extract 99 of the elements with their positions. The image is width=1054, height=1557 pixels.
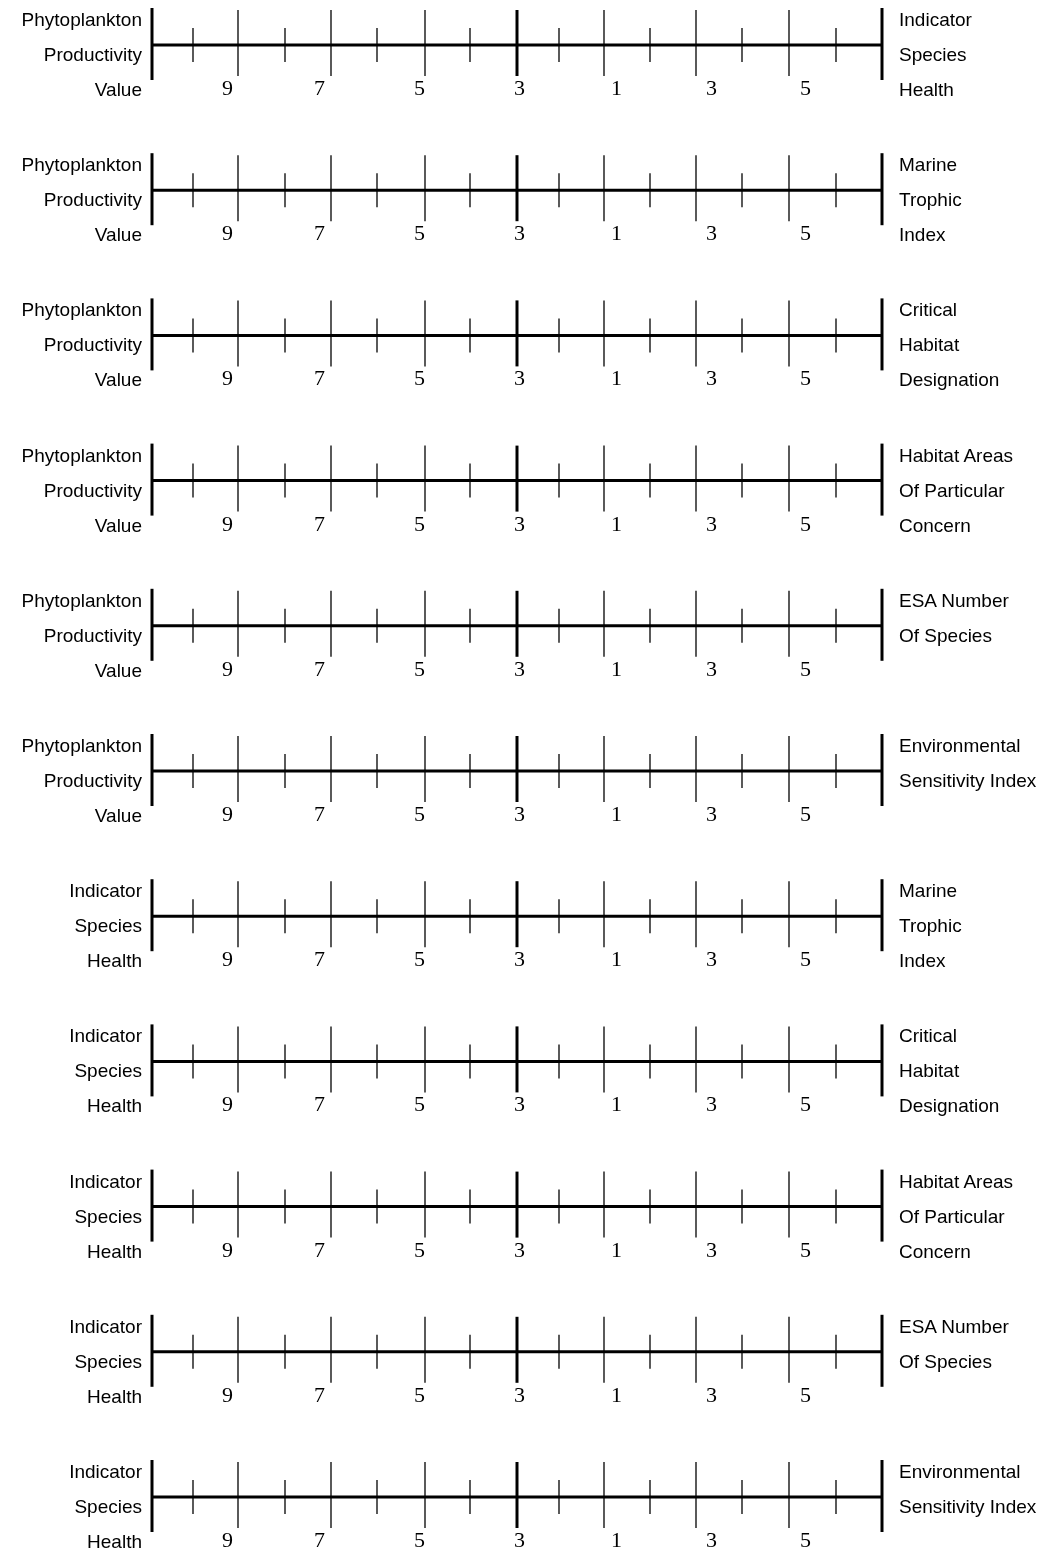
scale-number: 5 <box>414 656 425 681</box>
scale-number: 7 <box>314 221 325 246</box>
criterion-label: Indicator Species Health <box>69 1460 142 1554</box>
scale-number: 9 <box>222 947 233 972</box>
scale-number: 5 <box>800 511 811 536</box>
criterion-label: Phytoplankton Productivity Value <box>21 8 142 102</box>
scale-number: 3 <box>706 802 717 826</box>
scale-number: 5 <box>414 511 425 536</box>
scale-number: 1 <box>611 1237 622 1262</box>
scale-number: 5 <box>800 221 811 246</box>
criterion-label: Phytoplankton Productivity Value <box>21 153 142 248</box>
scale-number: 5 <box>800 1237 811 1262</box>
scale-number: 3 <box>706 656 717 681</box>
scale-number: 3 <box>514 511 525 536</box>
scale-number: 1 <box>611 1092 622 1117</box>
scale-number: 9 <box>222 1382 233 1407</box>
scale-number: 1 <box>611 656 622 681</box>
scale-number: 9 <box>222 76 233 100</box>
criterion-label: Marine Trophic Index <box>899 153 962 248</box>
scale-number: 3 <box>514 1382 525 1407</box>
scale-number: 3 <box>706 947 717 972</box>
scale-number: 1 <box>611 802 622 826</box>
scale-number: 9 <box>222 511 233 536</box>
scale-number: 9 <box>222 366 233 391</box>
scale-number: 5 <box>414 76 425 100</box>
scale-number: 3 <box>514 221 525 246</box>
scale-number: 1 <box>611 947 622 972</box>
criterion-label: Phytoplankton Productivity Value <box>21 443 142 538</box>
scale-number: 3 <box>706 221 717 246</box>
scale-number: 5 <box>414 947 425 972</box>
scale-number: 7 <box>314 76 325 100</box>
scale-number: 3 <box>514 656 525 681</box>
scale-number: 1 <box>611 366 622 391</box>
scale-number: 7 <box>314 511 325 536</box>
scale-number: 3 <box>706 511 717 536</box>
scale-number: 1 <box>611 511 622 536</box>
scale-number: 1 <box>611 1382 622 1407</box>
scale-number: 3 <box>514 1092 525 1117</box>
scale-number: 3 <box>706 76 717 100</box>
criterion-label: Environmental Sensitivity Index <box>899 734 1037 793</box>
scale-number: 7 <box>314 802 325 826</box>
scale-number: 1 <box>611 1528 622 1552</box>
scale-number: 3 <box>514 802 525 826</box>
scale-number: 5 <box>414 1092 425 1117</box>
scale-number: 7 <box>314 366 325 391</box>
scale-number: 3 <box>514 947 525 972</box>
scale-number: 5 <box>414 802 425 826</box>
scale-number: 9 <box>222 802 233 826</box>
scale-number: 5 <box>800 802 811 826</box>
scale-number: 7 <box>314 1237 325 1262</box>
scale-number: 5 <box>414 1237 425 1262</box>
scale-number: 5 <box>800 656 811 681</box>
criterion-label: Phytoplankton Productivity Value <box>21 588 142 683</box>
scale-number: 7 <box>314 1528 325 1552</box>
scale-number: 3 <box>706 1382 717 1407</box>
criterion-label: Indicator Species Health <box>69 1024 142 1119</box>
criterion-label: Critical Habitat Designation <box>899 298 1000 393</box>
scale-number: 9 <box>222 656 233 681</box>
criterion-label: Habitat Areas Of Particular Concern <box>899 443 1014 538</box>
scale-number: 5 <box>800 76 811 100</box>
criterion-label: Environmental Sensitivity Index <box>899 1460 1037 1519</box>
criterion-label: Habitat Areas Of Particular Concern <box>899 1169 1014 1264</box>
scale-number: 7 <box>314 947 325 972</box>
scale-number: 7 <box>314 1382 325 1407</box>
criterion-label: Indicator Species Health <box>69 879 142 974</box>
scale-number: 3 <box>514 1528 525 1552</box>
scale-number: 3 <box>514 1237 525 1262</box>
scale-number: 3 <box>514 76 525 100</box>
criterion-label: Phytoplankton Productivity Value <box>21 734 142 828</box>
scale-number: 5 <box>414 1382 425 1407</box>
scale-number: 7 <box>314 1092 325 1117</box>
scale-number: 5 <box>414 366 425 391</box>
scale-number: 1 <box>611 76 622 100</box>
scale-number: 5 <box>800 1528 811 1552</box>
scale-number: 5 <box>800 366 811 391</box>
criterion-label: ESA Number Of Species <box>899 588 1009 648</box>
criterion-label: Marine Trophic Index <box>899 879 962 974</box>
scale-number: 9 <box>222 1528 233 1552</box>
scale-number: 5 <box>800 947 811 972</box>
criterion-label: Indicator Species Health <box>69 1314 142 1409</box>
scale-number: 3 <box>706 1092 717 1117</box>
scale-number: 5 <box>800 1382 811 1407</box>
scale-number: 7 <box>314 656 325 681</box>
scale-number: 3 <box>706 366 717 391</box>
scale-number: 5 <box>800 1092 811 1117</box>
scale-number: 5 <box>414 1528 425 1552</box>
scale-number: 9 <box>222 1237 233 1262</box>
criterion-label: Phytoplankton Productivity Value <box>21 298 142 393</box>
criterion-label: Indicator Species Health <box>69 1169 142 1264</box>
scale-number: 9 <box>222 221 233 246</box>
scale-number: 3 <box>706 1237 717 1262</box>
scale-number: 3 <box>706 1528 717 1552</box>
scale-number: 5 <box>414 221 425 246</box>
criterion-label: Indicator Species Health <box>899 8 972 102</box>
scale-number: 3 <box>514 366 525 391</box>
scale-number: 9 <box>222 1092 233 1117</box>
criterion-label: Critical Habitat Designation <box>899 1024 1000 1119</box>
criterion-label: ESA Number Of Species <box>899 1314 1009 1374</box>
scale-number: 1 <box>611 221 622 246</box>
